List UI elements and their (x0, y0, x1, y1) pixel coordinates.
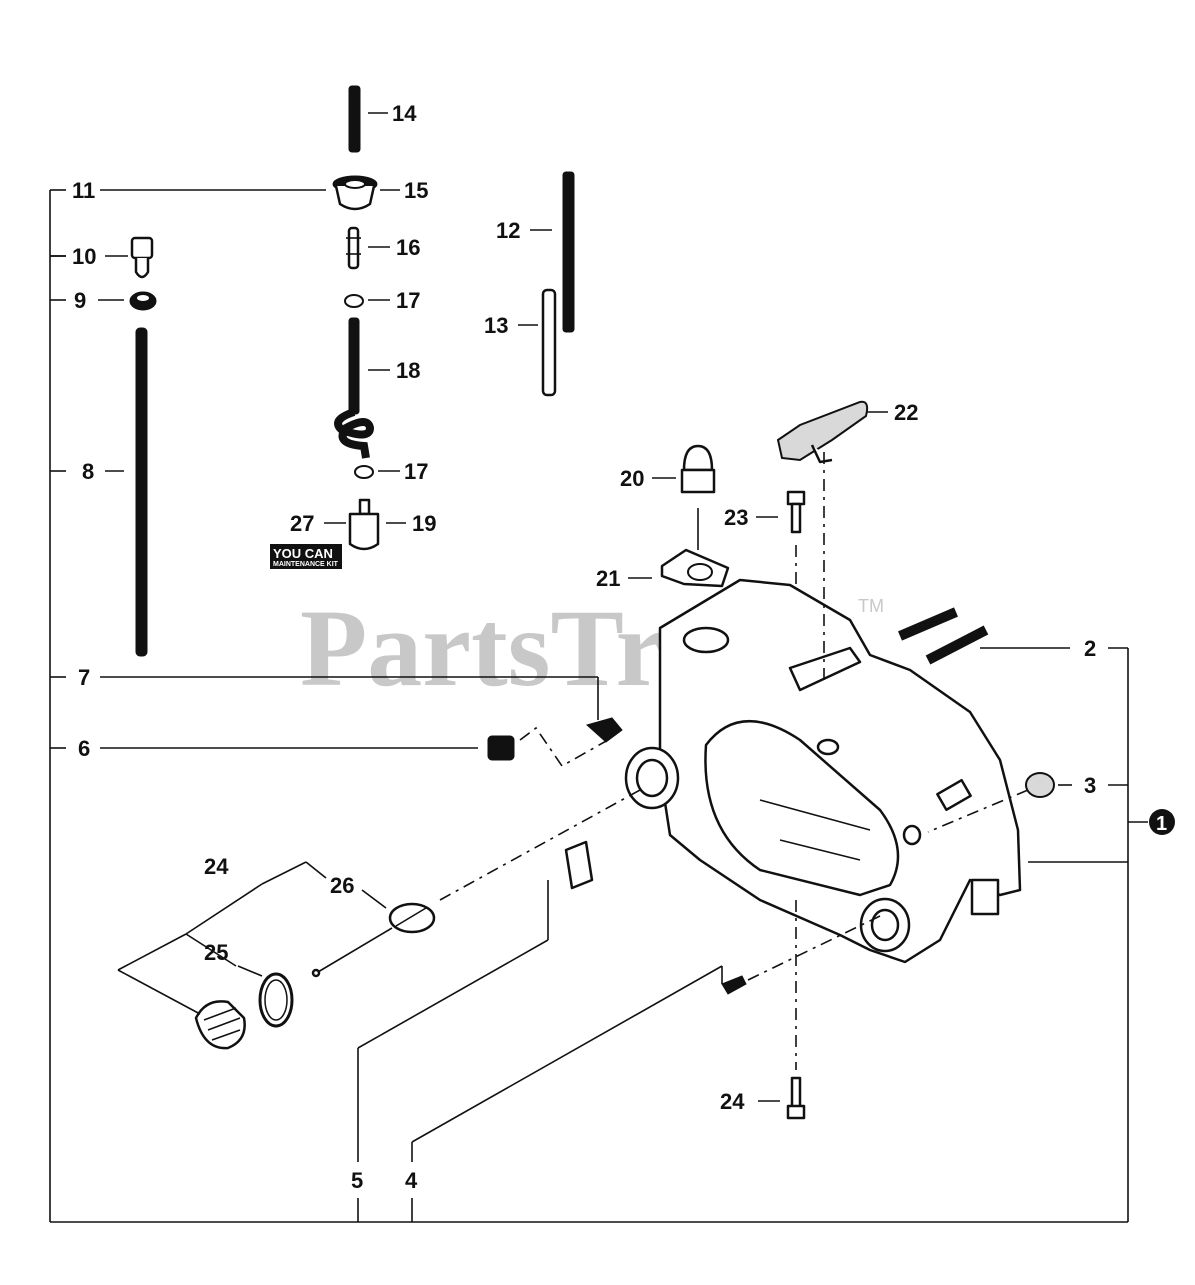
watermark-trademark: TM (858, 596, 884, 616)
part-8-long-hose (105, 327, 148, 657)
part-10-breather (50, 236, 154, 279)
part-20-primer (652, 444, 716, 550)
callout-7: 7 (78, 665, 90, 690)
part-21-housing (628, 548, 730, 588)
callout-15: 15 (404, 178, 428, 203)
callout-2: 2 (1084, 636, 1096, 661)
callout-12: 12 (496, 218, 520, 243)
svg-text:1: 1 (1156, 813, 1167, 835)
callout-9: 9 (74, 288, 86, 313)
callout-4: 4 (405, 1168, 418, 1193)
callout-3: 3 (1084, 773, 1096, 798)
callout-17-lower: 17 (404, 459, 428, 484)
callout-20: 20 (620, 466, 644, 491)
part-14-rod (348, 85, 388, 153)
callout-10: 10 (72, 244, 96, 269)
assembly-marker: 1 (1149, 809, 1175, 835)
part-25-o-ring (237, 965, 294, 1028)
part-5-pad (357, 840, 594, 1222)
part-24-oil-cap (117, 861, 327, 1050)
svg-text:YOU CAN: YOU CAN (273, 546, 333, 561)
callout-22: 22 (894, 400, 918, 425)
callout-27: 27 (290, 511, 314, 536)
part-19-filter (324, 498, 406, 551)
part-17-clip-lower (354, 465, 400, 479)
callout-17-upper: 17 (396, 288, 420, 313)
part-7-bracket (100, 676, 623, 743)
callout-24-upper: 24 (204, 854, 229, 879)
callout-26: 26 (330, 873, 354, 898)
callout-11: 11 (72, 178, 95, 203)
part-17-clip-upper (344, 294, 390, 308)
part-3-plug (927, 772, 1072, 833)
part-1-crankcase (624, 578, 1022, 964)
part-13-rod (518, 288, 557, 397)
callout-23: 23 (724, 505, 748, 530)
maintenance-kit-badge: YOU CAN MAINTENANCE KIT (270, 544, 342, 569)
part-2-studs (898, 607, 1070, 665)
part-18-hose (334, 317, 390, 459)
part-22-button (776, 400, 888, 464)
right-bracket (1028, 647, 1148, 1222)
callout-19: 19 (412, 511, 436, 536)
svg-text:MAINTENANCE KIT: MAINTENANCE KIT (273, 561, 339, 568)
part-16-fitting (346, 226, 390, 270)
callout-13: 13 (484, 313, 508, 338)
callout-25: 25 (204, 940, 228, 965)
part-9-grommet (98, 291, 157, 311)
part-24-bolt (758, 452, 825, 1120)
callout-16: 16 (396, 235, 420, 260)
callout-21: 21 (596, 566, 620, 591)
callout-labels: 14 11 15 10 16 12 9 17 13 18 22 8 17 20 … (72, 101, 1096, 1193)
callout-6: 6 (78, 736, 90, 761)
part-12-rod (530, 171, 575, 333)
callout-5: 5 (351, 1168, 363, 1193)
part-4-screw (411, 915, 881, 1222)
callout-8: 8 (82, 459, 94, 484)
part-6-cap (100, 726, 609, 768)
callout-24-lower: 24 (720, 1089, 745, 1114)
callout-18: 18 (396, 358, 420, 383)
callout-14: 14 (392, 101, 417, 126)
left-bracket (49, 189, 1128, 1223)
part-15-grommet (100, 175, 400, 211)
part-26-dipstick (311, 789, 641, 978)
